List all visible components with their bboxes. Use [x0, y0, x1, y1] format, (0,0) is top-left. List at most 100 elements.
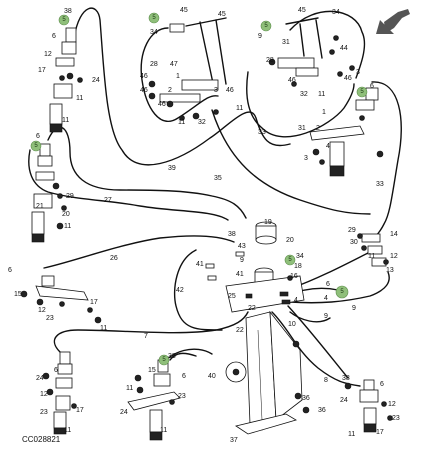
central-valve-assembly — [205, 221, 310, 435]
part-label: 3 — [356, 69, 360, 76]
part-label: 45 — [218, 11, 226, 18]
top-right-linkage — [268, 17, 355, 87]
part-label: 9 — [324, 313, 328, 320]
part-label: 9 — [352, 305, 356, 312]
part-label: 12 — [390, 253, 398, 260]
part-label: 38 — [168, 353, 176, 360]
part-label: 12 — [38, 307, 46, 314]
part-label: 34 — [332, 9, 340, 16]
part-label: 23 — [392, 415, 400, 422]
part-label: 7 — [144, 333, 148, 340]
top-left-valve — [49, 27, 83, 133]
top-center-linkage — [148, 17, 227, 121]
diagram-id: CC028821 — [22, 435, 61, 444]
part-label: 37 — [230, 437, 238, 444]
part-label: 33 — [258, 129, 266, 136]
svg-text:5: 5 — [264, 23, 268, 29]
hose-lines — [28, 7, 402, 387]
part-label: 17 — [38, 67, 46, 74]
part-label: 17 — [90, 299, 98, 306]
part-label: 40 — [208, 373, 216, 380]
right-middle-valve — [309, 87, 384, 177]
part-label: 45 — [180, 7, 188, 14]
part-label: 11 — [64, 223, 71, 230]
part-label: 2 — [168, 87, 172, 94]
part-label: 38 — [64, 8, 72, 15]
part-label: 15 — [148, 367, 156, 374]
highlight-callouts: 5 5 5 5 5 5 5 5 — [30, 12, 368, 366]
part-label: 36 — [302, 395, 310, 402]
part-label: 6 — [36, 133, 40, 140]
part-label: 24 — [92, 77, 100, 84]
part-label: 1 — [322, 109, 326, 116]
svg-text:5: 5 — [62, 17, 66, 23]
svg-text:5: 5 — [34, 143, 38, 149]
part-label: 11 — [348, 431, 355, 438]
part-label: 11 — [62, 117, 69, 124]
part-label: 30 — [350, 239, 358, 246]
callout-5-center — [284, 254, 296, 266]
part-label: 11 — [368, 253, 375, 260]
part-label: 18 — [294, 263, 302, 270]
part-label: 28 — [150, 61, 158, 68]
part-label: 46 — [288, 77, 296, 84]
part-label: 24 — [36, 375, 44, 382]
part-label: 6 — [370, 83, 374, 90]
part-label: 21 — [36, 203, 44, 210]
part-label: 35 — [214, 175, 222, 182]
part-label: 6 — [8, 267, 12, 274]
part-label: 32 — [300, 91, 308, 98]
callout-5-bottom — [158, 354, 170, 366]
part-label: 2 — [316, 125, 320, 132]
callout-5-left — [30, 140, 42, 152]
part-label: 28 — [266, 57, 274, 64]
part-label: 22 — [248, 305, 256, 312]
callout-5-top-left — [58, 14, 70, 26]
part-label: 32 — [198, 119, 206, 126]
part-label: 22 — [236, 327, 244, 334]
part-label: 31 — [298, 125, 306, 132]
arrow-down-left-icon — [376, 9, 410, 34]
part-label: 3 — [304, 155, 308, 162]
part-label: 46 — [140, 87, 148, 94]
part-label: 11 — [318, 91, 325, 98]
part-label: 34 — [150, 29, 158, 36]
part-label: 27 — [104, 197, 112, 204]
part-label: 46 — [140, 73, 148, 80]
svg-text:5: 5 — [340, 289, 344, 295]
bottom-center-valve — [127, 359, 181, 441]
part-label: 15 — [14, 291, 22, 298]
part-label: 9 — [258, 33, 262, 40]
part-label: 29 — [66, 193, 74, 200]
part-label: 6 — [54, 367, 58, 374]
svg-text:5: 5 — [162, 357, 166, 363]
part-label: 14 — [390, 231, 398, 238]
part-label: 23 — [40, 409, 48, 416]
part-label: 12 — [388, 401, 396, 408]
callout-5-right-center — [335, 285, 349, 299]
part-label: 47 — [170, 61, 178, 68]
callout-5-top-center — [148, 12, 160, 24]
part-label: 42 — [176, 287, 184, 294]
part-label: 19 — [264, 219, 272, 226]
part-label: 23 — [178, 393, 186, 400]
part-label: 11 — [100, 325, 107, 332]
part-label: 1 — [176, 73, 180, 80]
part-label: 10 — [288, 321, 296, 328]
part-label: 11 — [126, 385, 133, 392]
part-label: 11 — [178, 119, 185, 126]
part-label: 36 — [318, 407, 326, 414]
part-label: 20 — [286, 237, 294, 244]
part-label: 46 — [226, 87, 234, 94]
part-label: 13 — [386, 267, 394, 274]
svg-text:5: 5 — [152, 15, 156, 21]
part-label: 4 — [326, 143, 330, 150]
part-label: 24 — [340, 397, 348, 404]
part-label: 11 — [76, 95, 83, 102]
part-label: 6 — [326, 281, 330, 288]
part-label: 12 — [40, 391, 48, 398]
part-label: 8 — [324, 377, 328, 384]
part-label: 41 — [196, 261, 204, 268]
